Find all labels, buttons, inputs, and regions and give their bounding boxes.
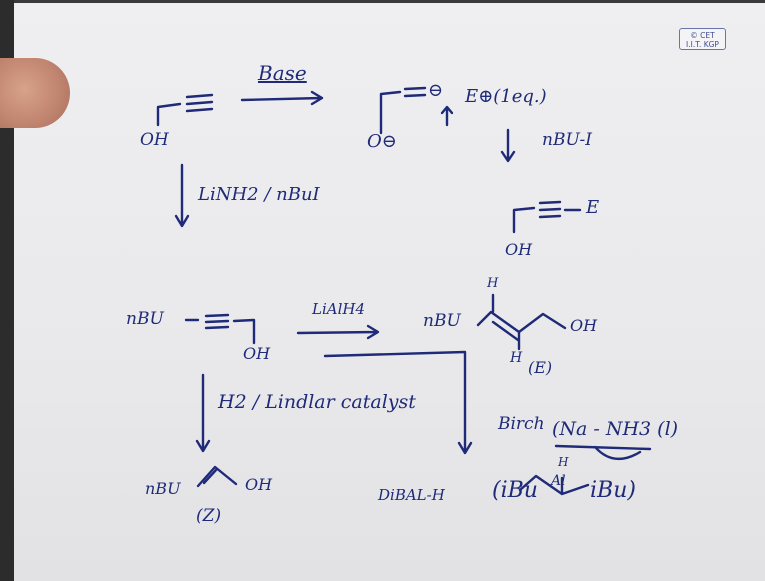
- arrow-linh2: [174, 163, 190, 228]
- dianion-triple-bond: [403, 86, 427, 98]
- product-oh: OH: [505, 240, 533, 259]
- trans-alkene-chain: [476, 310, 567, 334]
- arrow-lialh4: [296, 324, 380, 340]
- reagent-linh2: LiNH2 / nBuI: [198, 184, 320, 205]
- birch-reagent: (Na - NH3 (l): [552, 418, 679, 440]
- dianion-minus: ⊖: [428, 80, 444, 101]
- frame-edge-left: [0, 0, 14, 581]
- start-triple-bond: [185, 93, 214, 113]
- reagent-base: Base: [258, 61, 307, 85]
- watermark-line1: © CET: [690, 31, 715, 40]
- presenter-hand: [0, 58, 70, 128]
- product-e-triple-bond: [538, 200, 582, 219]
- alkyne-triple-bond: [204, 313, 230, 330]
- start-skeleton: [156, 102, 182, 127]
- alkyne-nbu: nBU: [126, 309, 164, 329]
- arrow-base: [240, 90, 324, 106]
- birch-underline: [554, 444, 652, 460]
- dianion-skeleton: [379, 90, 402, 135]
- birch-label: Birch: [498, 414, 545, 434]
- trans-h-bonds: [491, 293, 521, 351]
- dibal-al: Al: [551, 473, 566, 489]
- arrow-lindlar: [195, 373, 211, 453]
- dibal-right: iBu): [590, 478, 636, 503]
- dibal-bonds: [518, 474, 590, 496]
- reagent-lindlar: H2 / Lindlar catalyst: [218, 391, 416, 413]
- trans-h-bottom: H: [510, 350, 523, 366]
- product-e-skeleton: [512, 206, 536, 234]
- product-e: E: [586, 197, 600, 218]
- trans-label: (E): [528, 358, 553, 377]
- alkyne-oh: OH: [243, 344, 271, 363]
- electrophile: E⊕(1eq.): [465, 86, 547, 107]
- watermark-logo: © CET I.I.T. KGP: [679, 28, 726, 50]
- dibal-label: DiBAL-H: [378, 486, 445, 504]
- cis-alkene-chain: [196, 465, 238, 488]
- watermark-line2: I.I.T. KGP: [686, 40, 719, 49]
- trans-double-bond: [491, 320, 520, 342]
- trans-nbu: nBU: [423, 311, 461, 331]
- reagent-lialh4: LiAlH4: [312, 300, 366, 318]
- reagent-nbui: nBU-I: [542, 130, 592, 150]
- trans-h-top: H: [487, 276, 499, 291]
- alkyne-chain: [232, 318, 256, 345]
- cis-nbu: nBU: [145, 479, 181, 498]
- cis-label: (Z): [196, 506, 222, 526]
- trans-oh: OH: [570, 316, 598, 335]
- start-oh: OH: [140, 130, 169, 150]
- dibal-left: (iBu: [492, 478, 538, 503]
- arrow-branch: [323, 350, 473, 455]
- arrow-nbui: [500, 128, 516, 163]
- attack-arrow: [440, 105, 454, 127]
- cis-oh: OH: [245, 475, 273, 494]
- dianion-o: O⊖: [367, 131, 397, 152]
- frame-edge-top: [0, 0, 765, 3]
- dibal-h: H: [558, 455, 569, 469]
